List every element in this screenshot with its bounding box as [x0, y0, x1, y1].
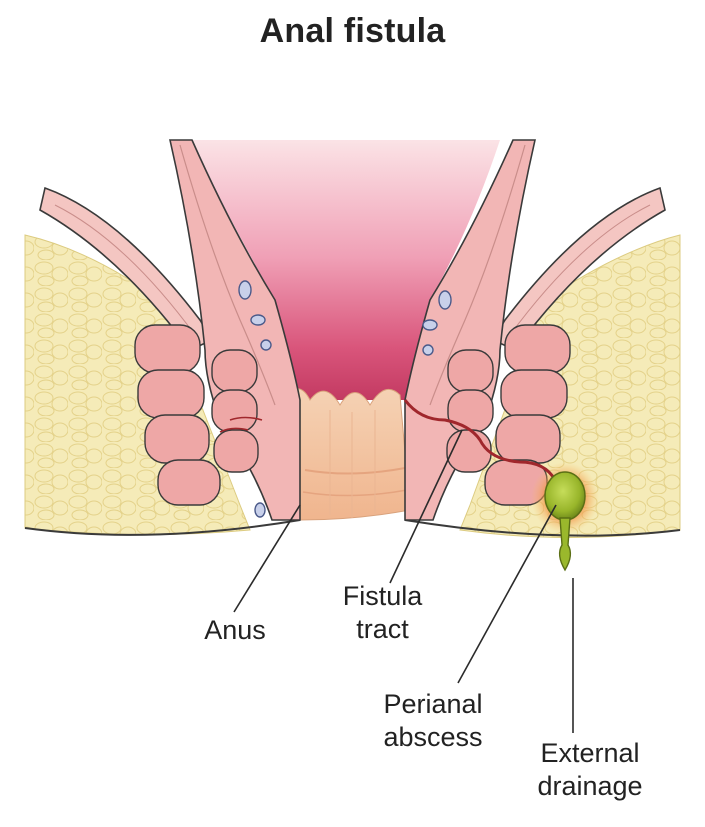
- fistula-tract-line: [403, 399, 557, 481]
- left-internal-sphincter: [211, 349, 259, 473]
- left-levator: [39, 186, 214, 351]
- left-blood-vessels: [238, 280, 272, 518]
- external-drainage-label: External drainage: [537, 738, 643, 801]
- rectum-lumen: [190, 140, 500, 400]
- perianal-abscess-leader: [457, 504, 557, 684]
- anus-leader: [233, 504, 301, 613]
- perianal-abscess-label: Perianal abscess: [383, 689, 483, 752]
- right-external-sphincter: [484, 324, 571, 506]
- left-skin-line: [24, 519, 301, 536]
- anal-canal: [284, 388, 411, 521]
- right-blood-vessels: [422, 290, 452, 356]
- page-title: Anal fistula: [259, 12, 446, 50]
- fistula-tract-label: Fistula tract: [342, 581, 423, 644]
- right-rectal-wall: [404, 139, 537, 521]
- fistula-tract-leader: [389, 429, 463, 584]
- right-skin-line: [404, 519, 681, 537]
- external-drainage-opening: [558, 517, 572, 572]
- right-levator: [491, 186, 666, 351]
- anus-label: Anus: [204, 615, 266, 645]
- right-internal-sphincter: [446, 349, 494, 473]
- left-external-sphincter: [134, 324, 221, 506]
- left-rectal-wall: [168, 139, 301, 521]
